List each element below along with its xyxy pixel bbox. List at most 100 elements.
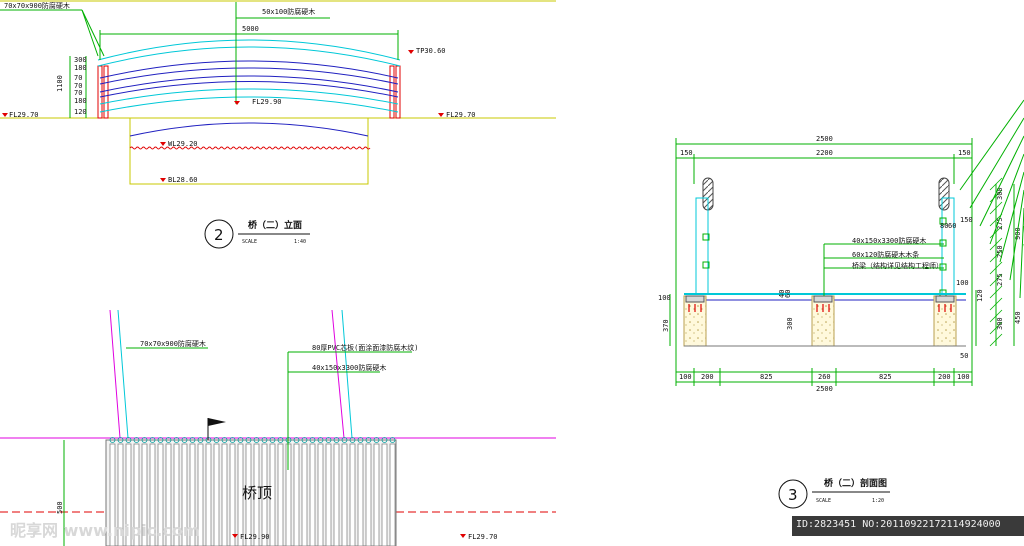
plan-dim-left: 500 <box>56 501 64 514</box>
deck-plank <box>341 443 348 546</box>
elev-span-dim: 5000 <box>242 25 259 33</box>
elev-v-dim-1: 180 <box>74 64 87 72</box>
deck-plank-end <box>325 437 332 443</box>
id-bar <box>792 516 1024 536</box>
elev-callout-beam: 50x100防腐硬木 <box>262 7 315 16</box>
deck-plank <box>381 443 388 546</box>
deck-plank-end <box>357 437 364 443</box>
deck-plank-end <box>389 437 396 443</box>
deck-plank <box>293 443 300 546</box>
deck-plank-end <box>373 437 380 443</box>
deck-plank-end <box>133 437 140 443</box>
diagonal-line <box>1009 189 1024 281</box>
elev-title-num: 2 <box>214 226 224 244</box>
deck-plank <box>173 443 180 546</box>
deck-plank-end <box>181 437 188 443</box>
plan-callout-pvc: 80厚PVC芯板(面涂面漆防腐木纹) <box>312 343 419 352</box>
dim-tick <box>989 333 1003 347</box>
deck-plank <box>213 443 220 546</box>
sec-right-lower-1: 300 <box>996 317 1004 330</box>
deck-plank-end <box>349 437 356 443</box>
deck-plank-end <box>165 437 172 443</box>
deck-plank <box>317 443 324 546</box>
plan-fl-right: FL29.70 <box>468 533 498 541</box>
elev-v-dim-6: 120 <box>74 108 87 116</box>
elev-v-dim-4: 70 <box>74 89 82 97</box>
deck-plank-end <box>157 437 164 443</box>
sec-right-dim-1: 275 <box>996 217 1004 230</box>
deck-plank <box>309 443 316 546</box>
deck-plank-end <box>309 437 316 443</box>
plan-fl-left: FL29.90 <box>240 533 270 541</box>
deck-plank-end <box>261 437 268 443</box>
sec-title-num: 3 <box>788 486 798 504</box>
sec-right-lower-2: 450 <box>1014 311 1022 324</box>
dim-tick <box>989 225 1003 239</box>
dim-tick <box>989 237 1003 251</box>
elev-fl-mid: FL29.90 <box>252 98 282 106</box>
dim-tick <box>989 309 1003 323</box>
diagonal-line <box>979 135 1024 227</box>
deck-plank <box>149 443 156 546</box>
deck-plank-end <box>301 437 308 443</box>
deck-plank-end <box>213 437 220 443</box>
sec-right-dim-3: 275 <box>996 273 1004 286</box>
deck-plank <box>165 443 172 546</box>
sec-mid-dim-2: 300 <box>786 317 794 330</box>
elev-wl: WL29.20 <box>168 140 198 148</box>
sec-mid-dim-1: 60 <box>784 290 792 298</box>
deck-plank-end <box>141 437 148 443</box>
sec-bottom-dim-5: 200 <box>938 373 951 381</box>
deck-plank <box>357 443 364 546</box>
deck-plank <box>229 443 236 546</box>
dim-tick <box>989 249 1003 263</box>
sec-bottom-dim-3: 260 <box>818 373 831 381</box>
dim-tick <box>989 321 1003 335</box>
deck-plank-end <box>245 437 252 443</box>
deck-plank <box>157 443 164 546</box>
elev-v-dim-3: 70 <box>74 82 82 90</box>
deck-plank <box>245 443 252 546</box>
elev-total-h: 1100 <box>56 75 64 92</box>
deck-plank-end <box>269 437 276 443</box>
deck-plank <box>125 443 132 546</box>
elev-v-dim-0: 300 <box>74 56 87 64</box>
beam-cap-2 <box>935 295 955 303</box>
deck-plank <box>141 443 148 546</box>
sec-small-0: 80 <box>940 222 948 230</box>
deck-plank-end <box>277 437 284 443</box>
dim-tick <box>989 201 1003 215</box>
sec-small-1: 60 <box>948 222 956 230</box>
sec-mid-dim-0: 40 <box>778 290 786 298</box>
deck-plank <box>109 443 116 546</box>
sec-callout-0: 40x150x3300防腐硬木 <box>852 236 926 245</box>
dim-tick <box>989 297 1003 311</box>
section-view: 2500 150 2200 150 40x150x3300防腐硬木 60x120… <box>658 99 1024 509</box>
deck-plank-end <box>381 437 388 443</box>
sec-small-2: 150 <box>960 216 973 224</box>
dim-tick <box>989 213 1003 227</box>
dim-tick <box>989 261 1003 275</box>
deck-plank-end <box>149 437 156 443</box>
sec-bottom-dim-1: 200 <box>701 373 714 381</box>
plan-callout-post: 70x70x900防腐硬木 <box>140 339 206 348</box>
deck-plank-end <box>125 437 132 443</box>
sec-top-right: 150 <box>958 149 971 157</box>
dim-tick <box>989 285 1003 299</box>
deck-plank <box>221 443 228 546</box>
sec-scale: 1:20 <box>872 498 884 504</box>
elev-bl: BL28.60 <box>168 176 198 184</box>
sec-right-dim-0: 300 <box>996 187 1004 200</box>
deck-plank-end <box>237 437 244 443</box>
dim-tick <box>989 177 1003 191</box>
sec-right-lower-3: 50 <box>960 352 968 360</box>
plan-callout-deck: 40x150x3300防腐硬木 <box>312 363 386 372</box>
deck-plank-end <box>189 437 196 443</box>
deck-plank <box>133 443 140 546</box>
sec-left-dim-0: 100 <box>658 294 671 302</box>
deck-plank-end <box>341 437 348 443</box>
deck-plank <box>205 443 212 546</box>
elev-callout-post: 70x70x900防腐硬木 <box>4 1 70 10</box>
dim-tick <box>989 273 1003 287</box>
